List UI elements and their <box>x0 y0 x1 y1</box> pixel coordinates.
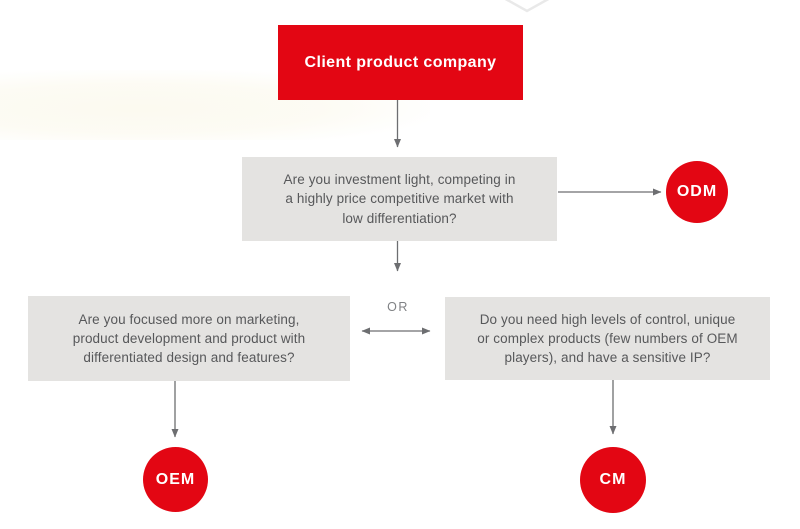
or-label: OR <box>387 300 409 314</box>
chevron-watermark-icon <box>504 0 550 13</box>
question-node-marketing-focus: Are you focused more on marketing, produ… <box>28 296 350 381</box>
client-product-company-label: Client product company <box>304 53 497 71</box>
question-node-investment-light: Are you investment light, competing in a… <box>242 157 557 241</box>
client-product-company-node: Client product company <box>278 25 523 100</box>
outcome-node-oem: OEM <box>143 447 208 512</box>
outcome-label: ODM <box>676 183 718 200</box>
outcome-node-odm: ODM <box>666 161 728 223</box>
question-node-control-levels: Do you need high levels of control, uniq… <box>445 297 770 380</box>
question-text: Are you focused more on marketing, produ… <box>72 311 306 366</box>
outcome-label: OEM <box>155 470 196 488</box>
outcome-node-cm: CM <box>580 447 646 513</box>
outcome-label: CM <box>599 471 627 488</box>
question-text: Are you investment light, competing in a… <box>283 172 516 226</box>
question-text: Do you need high levels of control, uniq… <box>477 311 738 366</box>
